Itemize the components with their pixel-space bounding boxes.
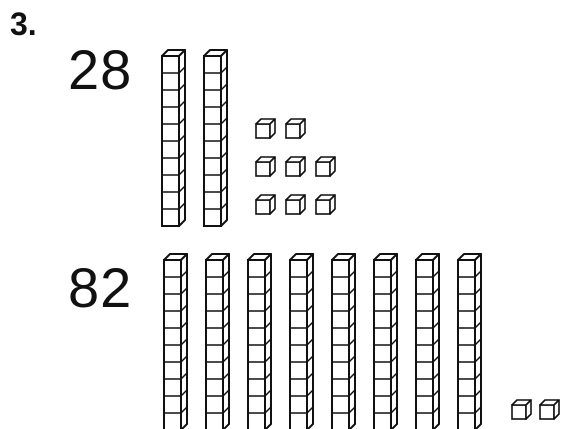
unit-cube — [256, 157, 275, 176]
unit-cube — [286, 119, 305, 138]
ten-rod — [206, 254, 229, 429]
ten-rod — [248, 254, 271, 429]
unit-cube — [256, 119, 275, 138]
ten-rod — [458, 254, 481, 429]
unit-cube — [316, 157, 335, 176]
unit-cube — [316, 195, 335, 214]
unit-cube — [256, 195, 275, 214]
ten-rod — [290, 254, 313, 429]
unit-cube — [286, 157, 305, 176]
ten-rod — [204, 50, 227, 226]
ten-rod — [374, 254, 397, 429]
ten-rod — [164, 254, 187, 429]
ten-rod — [162, 50, 185, 226]
ten-rod — [416, 254, 439, 429]
unit-cube — [540, 400, 559, 419]
unit-cube — [286, 195, 305, 214]
ten-rod — [332, 254, 355, 429]
unit-cube — [512, 400, 531, 419]
